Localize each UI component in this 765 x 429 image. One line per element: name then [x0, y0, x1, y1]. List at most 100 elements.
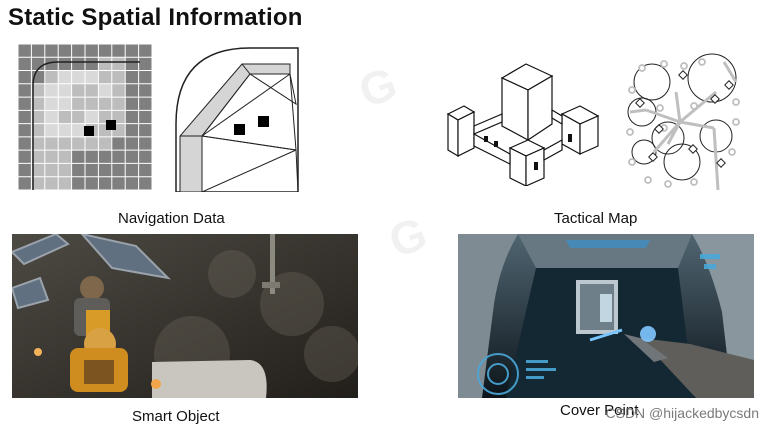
nav-grid-cell [98, 150, 112, 164]
nav-grid-cell [138, 110, 152, 124]
nav-grid-cell [18, 176, 32, 190]
nav-grid-cell [71, 123, 85, 137]
nav-grid-cell [98, 163, 112, 177]
nav-grid-cell [58, 97, 72, 111]
nav-grid-cell [98, 83, 112, 98]
nav-grid-cell [125, 57, 139, 71]
nav-grid-cell [58, 83, 72, 98]
nav-grid-cell [31, 110, 45, 124]
nav-grid-cell [44, 57, 59, 71]
nav-grid-cell [44, 83, 59, 98]
navigation-grid-svg [17, 43, 153, 191]
nav-grid-cell [18, 123, 32, 137]
navigation-data-caption: Navigation Data [118, 210, 225, 227]
nav-grid-cell [125, 163, 139, 177]
nav-grid-cell [31, 136, 45, 151]
nav-grid-cell [44, 97, 59, 111]
nav-grid-cell [18, 83, 32, 98]
nav-grid-cell [71, 44, 85, 58]
nav-grid-cell [138, 70, 152, 84]
nav-grid-cell [31, 44, 45, 58]
nav-grid-cell [85, 163, 99, 177]
nav-grid-cell [138, 176, 152, 190]
nav-grid-cell [58, 123, 72, 137]
nav-grid-cell [71, 83, 85, 98]
nav-grid-cell [111, 150, 126, 164]
nav-grid-cell [31, 83, 45, 98]
nav-grid-cell [18, 70, 32, 84]
nav-grid-cell [138, 57, 152, 71]
nav-grid-cell [98, 97, 112, 111]
smart-object-caption: Smart Object [132, 408, 220, 425]
nav-grid-cell [71, 70, 85, 84]
nav-grid-cell [58, 136, 72, 151]
nav-grid-cell [111, 136, 126, 151]
nav-grid-cell [85, 110, 99, 124]
nav-grid-cell [125, 136, 139, 151]
nav-grid-cell [98, 44, 112, 58]
nav-grid-cell [18, 163, 32, 177]
nav-grid-cell [138, 136, 152, 151]
nav-grid-cell [44, 163, 59, 177]
tactical-graph-svg [626, 53, 740, 191]
nav-grid-cell [44, 176, 59, 190]
nav-grid-cell [44, 123, 59, 137]
nav-grid-cell [85, 83, 99, 98]
nav-grid-cell [138, 150, 152, 164]
nav-grid-cell [31, 150, 45, 164]
nav-grid-cell [125, 44, 139, 58]
nav-grid-cell [71, 176, 85, 190]
nav-grid-cell [138, 83, 152, 98]
nav-grid-cell [111, 70, 126, 84]
nav-grid-cell [18, 136, 32, 151]
nav-grid-cell [85, 44, 99, 58]
nav-grid-cell [71, 150, 85, 164]
cover-point-caption: Cover Point [560, 402, 639, 419]
nav-grid-cell [58, 44, 72, 58]
nav-grid-cell [98, 57, 112, 71]
tactical-map-caption: Tactical Map [554, 210, 638, 227]
nav-grid-cell [125, 123, 139, 137]
nav-grid-cell [18, 44, 32, 58]
nav-grid-cell [85, 176, 99, 190]
cover-point-screenshot [458, 234, 754, 398]
nav-grid-cell [18, 57, 32, 71]
nav-grid-cell [125, 150, 139, 164]
nav-grid-cell [98, 176, 112, 190]
cover-point-scene-svg [458, 234, 754, 398]
nav-grid-cell [58, 110, 72, 124]
nav-grid-cell [111, 163, 126, 177]
nav-grid-cell [85, 136, 99, 151]
nav-grid-cell [44, 110, 59, 124]
nav-grid-cell [31, 176, 45, 190]
nav-grid-cell [125, 70, 139, 84]
nav-grid-cell [111, 97, 126, 111]
navigation-mesh-figure [172, 44, 304, 193]
nav-grid-cell [125, 176, 139, 190]
smart-object-scene-svg [12, 234, 358, 398]
navigation-mesh-svg [175, 47, 299, 193]
nav-grid-cell [138, 123, 152, 137]
nav-grid-cell [111, 57, 126, 71]
nav-grid-cell [44, 44, 59, 58]
nav-grid-cell [71, 110, 85, 124]
smart-object-screenshot [12, 234, 358, 398]
tactical-building-svg [446, 63, 600, 187]
background-logo-mark: G [352, 56, 404, 118]
nav-grid-cell [125, 97, 139, 111]
nav-grid-cell [138, 44, 152, 58]
nav-grid-cell [58, 57, 72, 71]
navigation-grid-figure [17, 43, 153, 191]
nav-grid-cell [85, 57, 99, 71]
nav-grid-cell [31, 97, 45, 111]
nav-grid-cell [44, 150, 59, 164]
nav-grid-cell [18, 150, 32, 164]
tactical-building-figure [440, 54, 608, 187]
nav-grid-cell [58, 163, 72, 177]
nav-grid-cell [71, 97, 85, 111]
nav-grid-cell [58, 70, 72, 84]
nav-grid-cell [138, 97, 152, 111]
nav-grid-cell [44, 70, 59, 84]
nav-grid-cell [31, 123, 45, 137]
page-watermark: CSDN @hijackedbycsdn [605, 405, 760, 421]
